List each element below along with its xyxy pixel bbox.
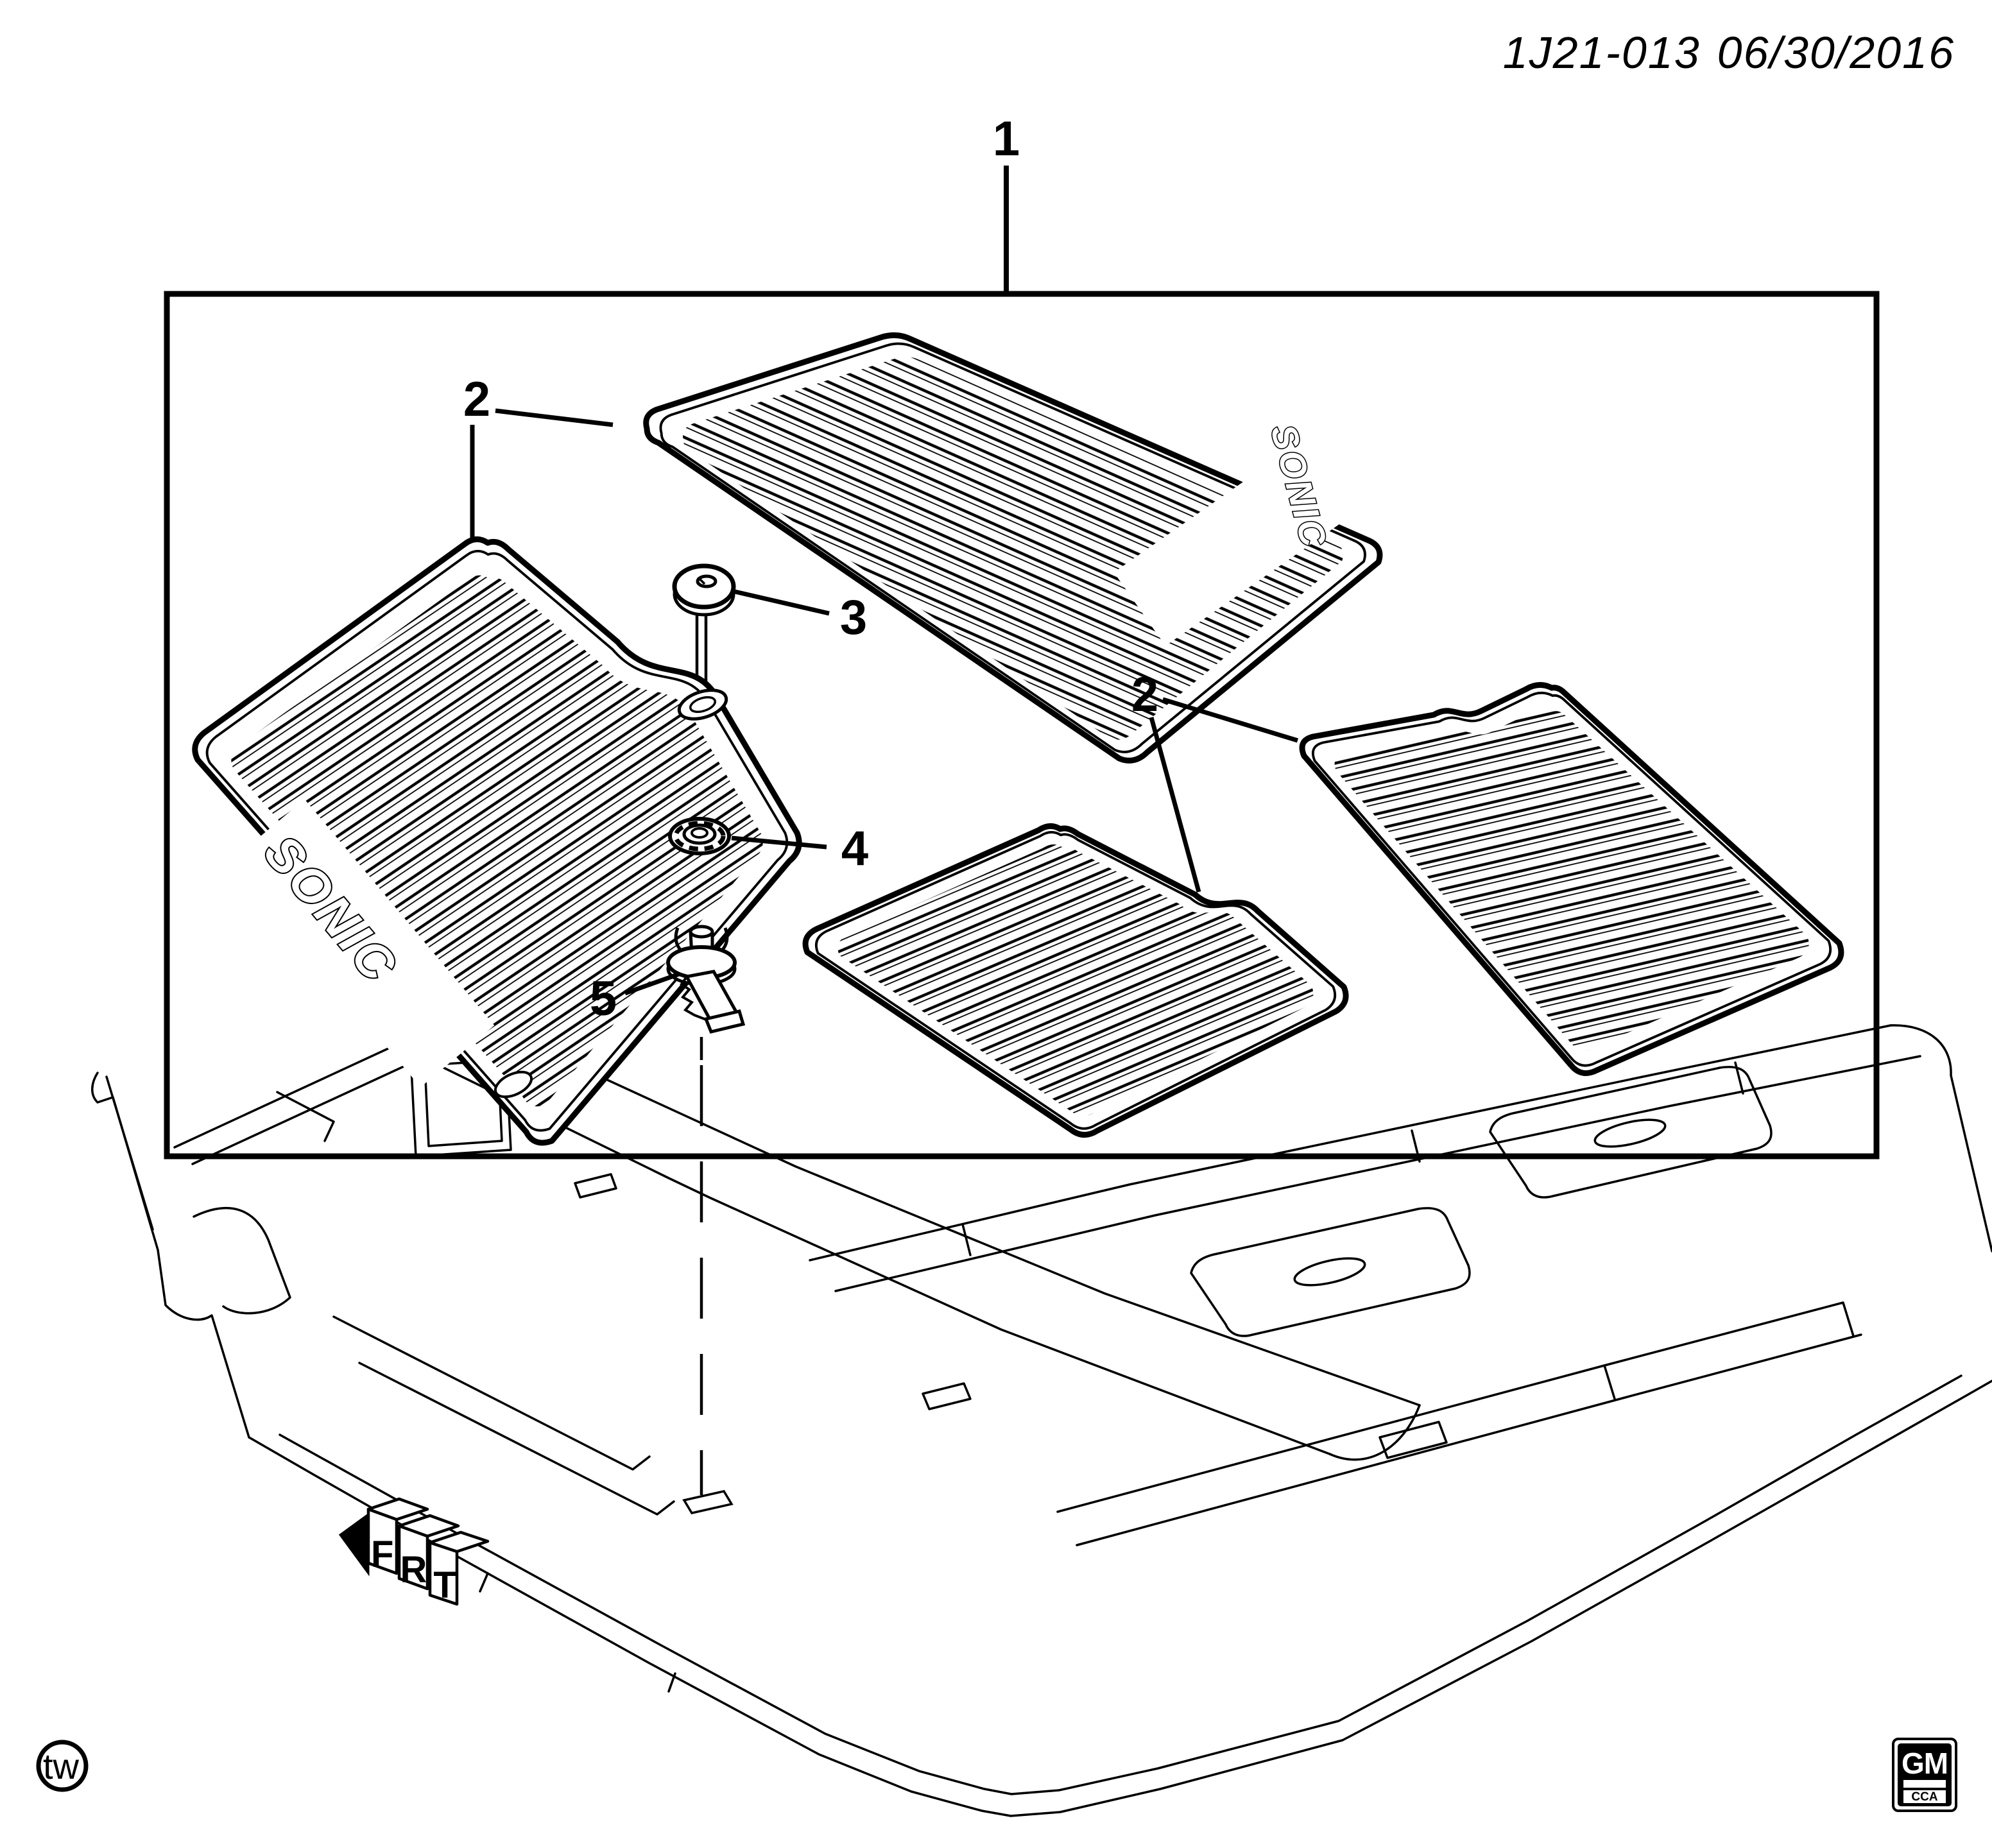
callout-2-front-mats: 2 xyxy=(463,372,614,541)
drawing-title: 1J21-013 06/30/2016 xyxy=(1503,28,1955,78)
callout-5-clip: 5 xyxy=(590,971,680,1026)
leader-line xyxy=(1162,697,1299,743)
callout-2-rear-mats: 2 xyxy=(1131,667,1299,893)
callout-3-washer: 3 xyxy=(734,589,867,645)
kit-boundary-box xyxy=(164,291,1880,1159)
floor-mat-front-right: SONIC xyxy=(643,332,1392,764)
leader-line xyxy=(731,835,827,850)
callout-label-5: 5 xyxy=(590,971,617,1026)
floor-mat-rear-right xyxy=(1299,682,1844,1076)
callout-label-4: 4 xyxy=(841,821,868,876)
frt-arrowhead-icon xyxy=(338,1512,370,1577)
callout-label-2: 2 xyxy=(463,372,490,427)
floor-mat-front-left: SONIC xyxy=(192,536,802,1146)
leader-line xyxy=(1149,717,1201,893)
gm-logo-text: GM xyxy=(1902,1747,1948,1780)
callout-label-2: 2 xyxy=(1131,667,1158,722)
callout-label-1: 1 xyxy=(993,112,1020,166)
gm-logo-badge: GM CCA xyxy=(1892,1738,1957,1812)
drawing-date: 06/30/2016 xyxy=(1717,28,1955,78)
leader-line xyxy=(624,971,680,996)
floor-mat-rear-left xyxy=(802,823,1349,1138)
leader-line xyxy=(734,589,830,616)
part-push-retainer-clip xyxy=(666,925,746,1034)
drawing-code: 1J21-013 xyxy=(1503,28,1701,78)
callout-1-kit: 1 xyxy=(993,112,1020,291)
part-washer xyxy=(672,563,736,617)
artist-mark-label: tw xyxy=(43,1746,80,1786)
vehicle-floor-pan-drawing xyxy=(91,1024,1992,1817)
mat-logo-band xyxy=(230,799,495,1088)
mat-heel-oval xyxy=(494,1070,533,1099)
part-grommet-retainer xyxy=(668,817,731,855)
cca-logo-text: CCA xyxy=(1911,1790,1937,1804)
floor-attachment-slot xyxy=(682,1490,734,1514)
callout-4-grommet: 4 xyxy=(731,821,868,876)
artist-mark: tw xyxy=(36,1740,89,1792)
callout-label-3: 3 xyxy=(840,590,867,645)
mat-logo-band xyxy=(1113,414,1392,646)
leader-line xyxy=(495,408,614,427)
